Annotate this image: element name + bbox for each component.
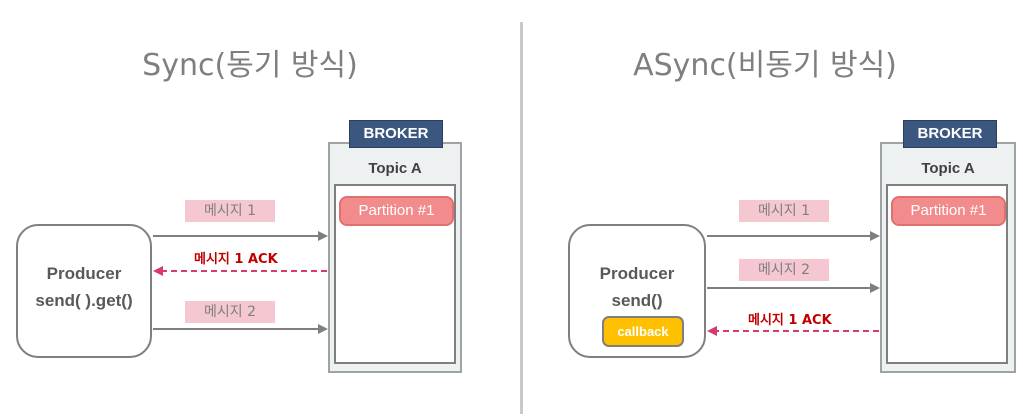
async-producer-label: Producer (599, 264, 675, 283)
sync-producer-method: send( ).get() (35, 291, 133, 310)
async-topic-box: Partition #1 (886, 184, 1008, 364)
async-partition: Partition #1 (891, 196, 1006, 226)
async-producer: Producer send() callback (568, 224, 706, 358)
async-message2-tag: 메시지 2 (739, 259, 829, 281)
sync-message2-tag: 메시지 2 (185, 301, 275, 323)
sync-topic-label: Topic A (368, 160, 422, 177)
sync-partition: Partition #1 (339, 196, 454, 226)
async-broker-label: BROKER (903, 120, 997, 148)
async-title: ASync(비동기 방식) (633, 48, 897, 83)
sync-producer: Producer send( ).get() (16, 224, 152, 358)
callback-badge: callback (602, 316, 684, 347)
sync-producer-label: Producer (46, 264, 122, 283)
sync-ack-label: 메시지 1 ACK (194, 252, 278, 267)
sync-broker: Topic A Partition #1 (328, 142, 462, 373)
async-ack-label: 메시지 1 ACK (748, 313, 832, 328)
async-broker: Topic A Partition #1 (880, 142, 1016, 373)
async-producer-method: send() (611, 291, 663, 310)
sync-title: Sync(동기 방식) (142, 48, 358, 83)
sync-message1-tag: 메시지 1 (185, 200, 275, 222)
async-message1-tag: 메시지 1 (739, 200, 829, 222)
section-divider (520, 22, 523, 414)
sync-topic-box: Partition #1 (334, 184, 456, 364)
sync-broker-label: BROKER (349, 120, 443, 148)
async-topic-label: Topic A (921, 160, 975, 177)
